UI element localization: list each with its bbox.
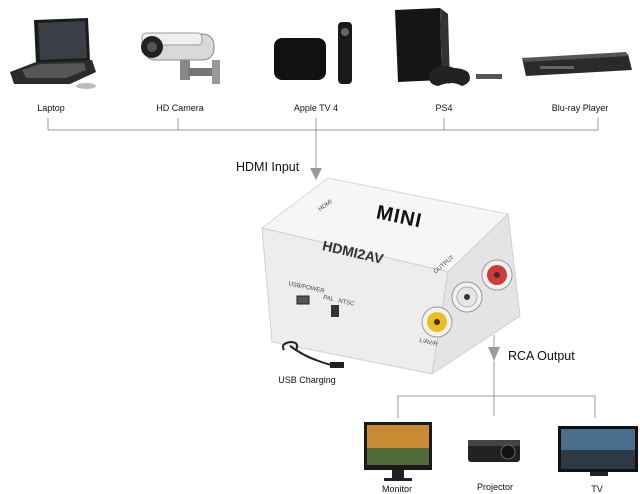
rca-jack-red	[481, 259, 513, 291]
output-bracket	[397, 361, 596, 418]
hdmi-input-label: HDMI Input	[236, 160, 300, 174]
source-bracket	[47, 118, 599, 170]
converter-box	[260, 177, 521, 376]
source-label-apple-tv: Apple TV 4	[293, 103, 339, 113]
source-label-laptop: Laptop	[37, 103, 65, 113]
rca-output-label: RCA Output	[508, 349, 575, 363]
source-label-hd-camera: HD Camera	[156, 103, 204, 113]
rca-jack-white	[451, 281, 483, 313]
camera-icon	[141, 32, 220, 84]
output-label-tv: TV	[591, 484, 603, 494]
hdmi-input-arrow	[310, 168, 322, 180]
source-label-bluray: Blu-ray Player	[551, 103, 609, 113]
projector-icon	[468, 440, 520, 462]
monitor-icon	[364, 422, 432, 481]
usb-charging-label: USB Charging	[278, 375, 336, 385]
rca-output-arrow	[488, 347, 500, 361]
apple-tv-icon	[274, 22, 352, 84]
output-label-monitor: Monitor	[381, 484, 412, 494]
bluray-player-icon	[522, 52, 632, 76]
laptop-icon	[10, 18, 96, 89]
ps4-icon	[395, 8, 502, 86]
tv-icon	[558, 426, 638, 476]
usb-cable-icon	[281, 340, 344, 368]
source-label-ps4: PS4	[435, 103, 453, 113]
rca-jack-yellow	[421, 306, 453, 338]
output-label-projector: Projector	[476, 482, 513, 492]
